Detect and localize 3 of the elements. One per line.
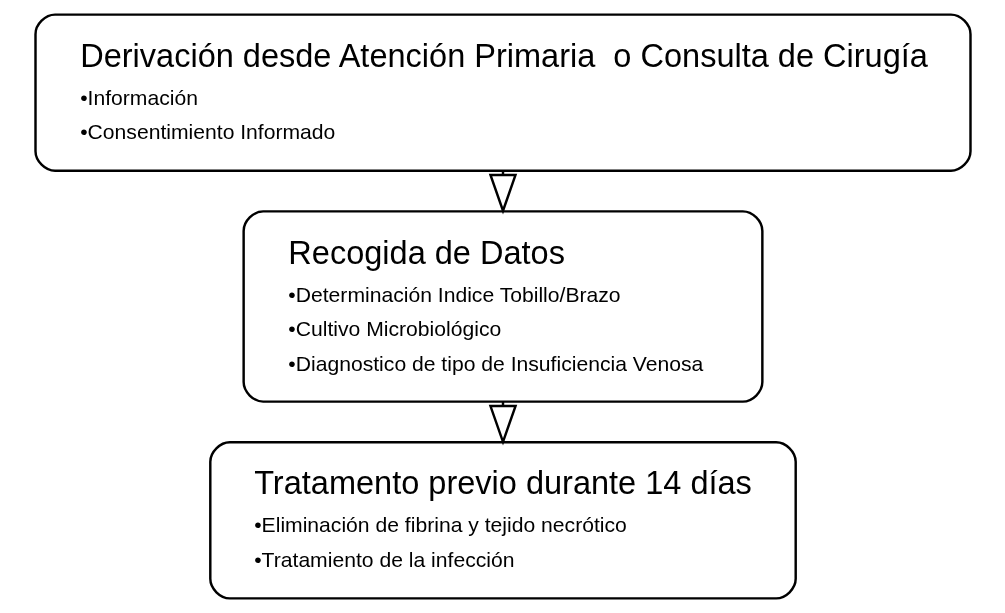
node-box: Derivación desde Atención Primaria o Consulta de Cirugía •Información •Consentimiento Informado <box>33 13 972 172</box>
node-box: Tratamento previo durante 14 días •Eliminación de fibrina y tejido necrótico •Tratamiento de la infección <box>208 441 797 600</box>
node-box: Recogida de Datos •Determinación Indice Tobillo/Brazo •Cultivo Microbiológico •Diagnostico de tipo de Insuficiencia Venosa <box>241 210 764 403</box>
